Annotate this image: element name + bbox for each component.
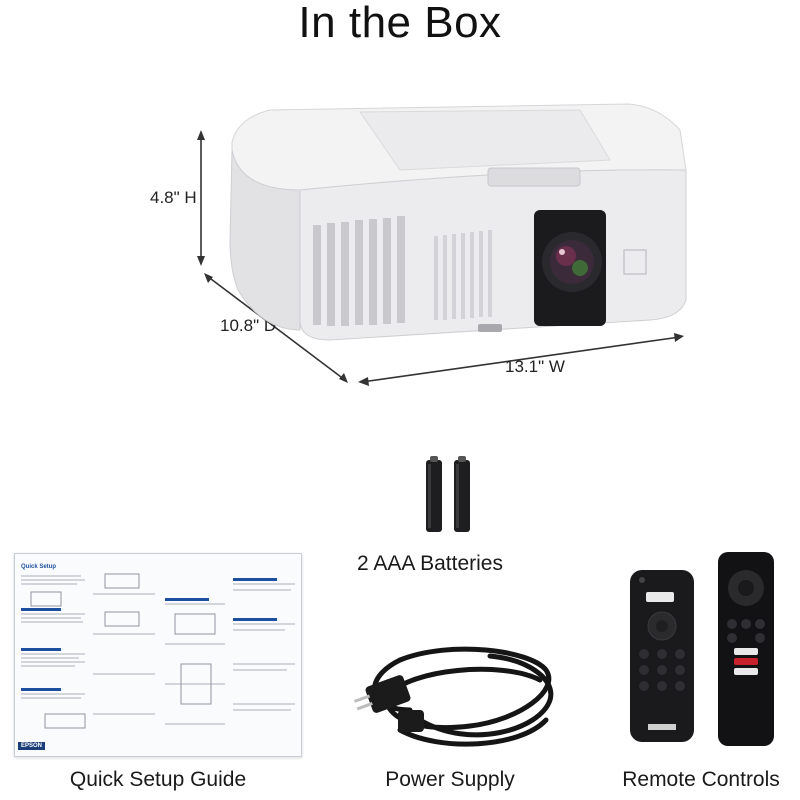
projector-image <box>229 103 687 341</box>
power-cord-icon <box>353 646 554 747</box>
dimension-lines <box>197 130 684 386</box>
power-label: Power Supply <box>385 768 515 791</box>
battery-icon <box>426 456 470 532</box>
guide-content-lines <box>21 573 295 729</box>
page-title: In the Box <box>298 0 502 47</box>
depth-label: 10.8" D <box>220 316 277 335</box>
guide-label: Quick Setup Guide <box>69 768 247 791</box>
height-label: 4.8" H <box>150 188 197 207</box>
guide-heading: Quick Setup <box>21 564 57 570</box>
width-label: 13.1" W <box>505 357 565 376</box>
remotes-label: Remote Controls <box>622 768 780 791</box>
batteries-label: 2 AAA Batteries <box>357 552 503 575</box>
guide-brand: EPSON <box>18 742 46 750</box>
setup-guide-image: Quick Setup EPSON <box>14 553 302 757</box>
remote-control-icon <box>630 552 774 746</box>
